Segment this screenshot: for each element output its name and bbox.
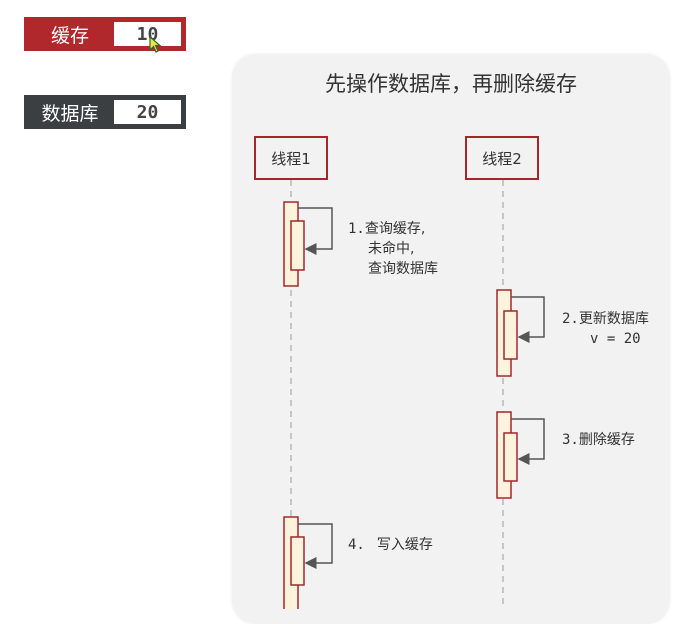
- activation-step2: [496, 289, 545, 377]
- cache-label: 缓存: [50, 24, 89, 47]
- step3-number: 3.: [562, 432, 579, 448]
- sequence-diagram: [283, 180, 545, 609]
- thread2-box: 线程2: [465, 136, 539, 180]
- step4-line1: 写入缓存: [376, 537, 433, 553]
- step1-number: 1.: [348, 221, 365, 237]
- activation-step3: [496, 411, 545, 499]
- mouse-cursor-icon: [149, 36, 162, 53]
- step1-line2: 未命中,: [368, 241, 415, 257]
- activation-step1: [283, 201, 333, 287]
- step2-number: 2.: [562, 311, 579, 327]
- database-value-box: 数据库 20: [24, 95, 186, 129]
- step2-label: 2.更新数据库: [562, 310, 649, 329]
- step2-line1: 更新数据库: [578, 311, 649, 327]
- step2-line2: v = 20: [590, 331, 641, 347]
- step1-label: 1.查询缓存,: [348, 220, 425, 239]
- database-value: 20: [114, 100, 181, 124]
- step1-line1: 查询缓存,: [364, 221, 426, 237]
- step3-line1: 删除缓存: [578, 432, 635, 448]
- step3-label: 3.删除缓存: [562, 431, 635, 450]
- thread1-box: 线程1: [254, 136, 328, 180]
- diagram-title: 先操作数据库，再删除缓存: [325, 72, 577, 96]
- activation-step4: [283, 516, 333, 609]
- step4-label: 4. 写入缓存: [348, 536, 433, 555]
- step4-number: 4.: [348, 537, 365, 553]
- cache-value-box: 缓存 10: [24, 17, 186, 51]
- step1-line3: 查询数据库: [368, 261, 438, 277]
- cache-value: 10: [114, 22, 181, 46]
- database-label: 数据库: [41, 102, 99, 125]
